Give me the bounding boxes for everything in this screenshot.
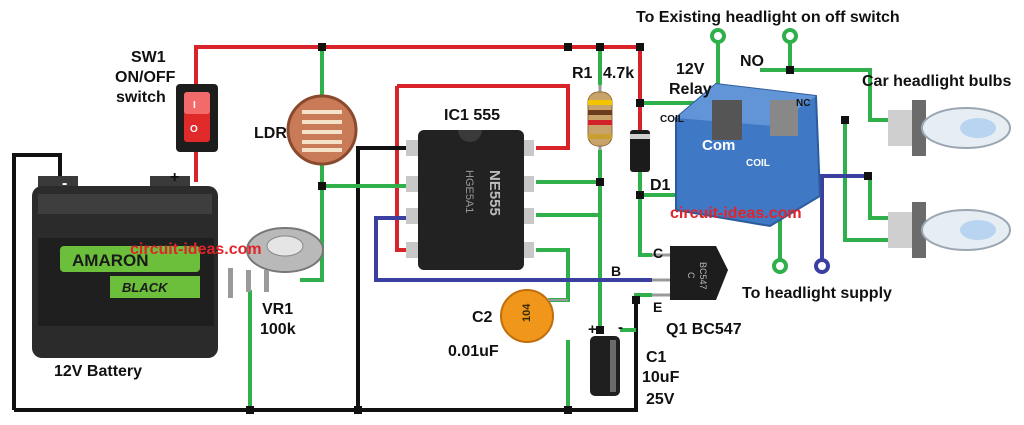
relay-voltage-label: 12V: [676, 61, 705, 78]
green-bulbs-2: [868, 180, 890, 220]
junction-dot: [864, 172, 872, 180]
green-no-2: [760, 68, 890, 122]
junction-dot: [786, 66, 794, 74]
headlight-bulb-bottom: [888, 202, 1011, 258]
black-wire-left: [12, 153, 62, 410]
labels: To Existing headlight on off switch SW1 …: [54, 9, 1011, 408]
pin-b-label: B: [611, 263, 621, 279]
c2-value-label: 0.01uF: [448, 343, 499, 360]
sw1-onoff-label: ON/OFF: [115, 69, 176, 86]
relay-12v: [675, 82, 822, 228]
c1-voltage-label: 25V: [646, 391, 675, 408]
c2-label: C2: [472, 309, 493, 326]
terminal-supply-b: [814, 258, 830, 274]
com-label: Com: [702, 137, 735, 154]
svg-text:I: I: [193, 100, 196, 111]
blue-base: [374, 216, 652, 282]
headlight-bulbs-label: Car headlight bulbs: [862, 73, 1011, 90]
green-collector: [638, 232, 652, 257]
headlight-bulb-top: [888, 100, 1011, 156]
blue-supply: [820, 174, 868, 262]
battery-brand: AMARON: [72, 251, 149, 270]
battery-plus-label: +: [170, 169, 179, 186]
c2-code: 104: [521, 303, 533, 322]
relay-label: Relay: [669, 81, 712, 98]
resistor-r1: [587, 85, 613, 150]
watermark-right: circuit-ideas.com: [670, 205, 802, 222]
black-wire-ic-gnd: [356, 146, 418, 410]
capacitor-c2: 104: [500, 289, 568, 343]
svg-text:O: O: [190, 124, 198, 135]
ground-rail: [12, 146, 638, 412]
junction-dot: [596, 43, 604, 51]
green-to-bulbs: [843, 120, 890, 242]
nc-label: NC: [796, 98, 810, 109]
sw1-switch-label: switch: [116, 89, 166, 106]
base-wires: [374, 174, 868, 282]
junction-dot: [564, 406, 572, 414]
terminals: [710, 28, 830, 274]
junction-dot: [636, 99, 644, 107]
q1-label: Q1 BC547: [666, 321, 742, 338]
c1-minus-label: -: [618, 319, 623, 336]
battery-minus-label: -: [62, 175, 67, 192]
ldr-label: LDR: [254, 125, 287, 142]
junction-dot: [596, 326, 604, 334]
ic-marking-batch: HGE5A1: [463, 170, 475, 213]
sw1-label: SW1: [131, 49, 166, 66]
coil-top-label: COIL: [660, 114, 684, 125]
watermark-left: circuit-ideas.com: [130, 241, 262, 258]
vr1-label: VR1: [262, 301, 293, 318]
c1-plus-label: +: [588, 321, 597, 338]
q1-marking: BC547: [698, 262, 708, 290]
transistor-q1: BC547 C: [652, 246, 728, 300]
r1-value-label: 4.7k: [603, 65, 634, 82]
terminal-switch-b: [782, 28, 798, 44]
red-wire-ic-left: [395, 86, 418, 252]
ldr-sensor: [286, 94, 358, 166]
c1-value-label: 10uF: [642, 369, 680, 386]
pin-e-label: E: [653, 299, 662, 315]
red-wire-top: [194, 45, 642, 150]
junctions: [246, 43, 872, 414]
ic-marking-type: NE555: [486, 170, 503, 216]
battery-label: 12V Battery: [54, 363, 142, 380]
junction-dot: [636, 43, 644, 51]
junction-dot: [246, 406, 254, 414]
black-wire-bottom: [14, 300, 638, 412]
junction-dot: [841, 116, 849, 124]
ic1-label: IC1 555: [444, 107, 500, 124]
no-label: NO: [740, 53, 764, 70]
pin-c-label: C: [653, 245, 663, 261]
green-ic-pin5: [536, 248, 570, 302]
headlight-supply-label: To headlight supply: [742, 285, 892, 302]
terminal-supply-a: [772, 258, 788, 274]
junction-dot: [354, 406, 362, 414]
on-off-switch: O I: [176, 84, 218, 152]
green-ldr-bottom: [300, 165, 324, 282]
terminal-switch-a: [710, 28, 726, 44]
top-note: To Existing headlight on off switch: [636, 9, 900, 26]
r1-label: R1: [572, 65, 593, 82]
vr1-value-label: 100k: [260, 321, 296, 338]
junction-dot: [318, 182, 326, 190]
junction-dot: [564, 43, 572, 51]
coil-bottom-label: COIL: [746, 158, 770, 169]
junction-dot: [596, 178, 604, 186]
d1-label: D1: [650, 177, 671, 194]
q1-marking-suffix: C: [686, 272, 696, 279]
capacitor-c1: [590, 336, 620, 396]
junction-dot: [636, 191, 644, 199]
battery-12v: AMARON BLACK - +: [32, 169, 218, 358]
red-wire-ic-top: [397, 84, 570, 150]
diode-d1: [630, 130, 650, 172]
ic-555-chip: NE555 HGE5A1: [406, 130, 534, 270]
c1-label: C1: [646, 349, 667, 366]
battery-model: BLACK: [122, 280, 169, 295]
junction-dot: [632, 296, 640, 304]
potentiometer-vr1: [228, 227, 324, 298]
junction-dot: [318, 43, 326, 51]
